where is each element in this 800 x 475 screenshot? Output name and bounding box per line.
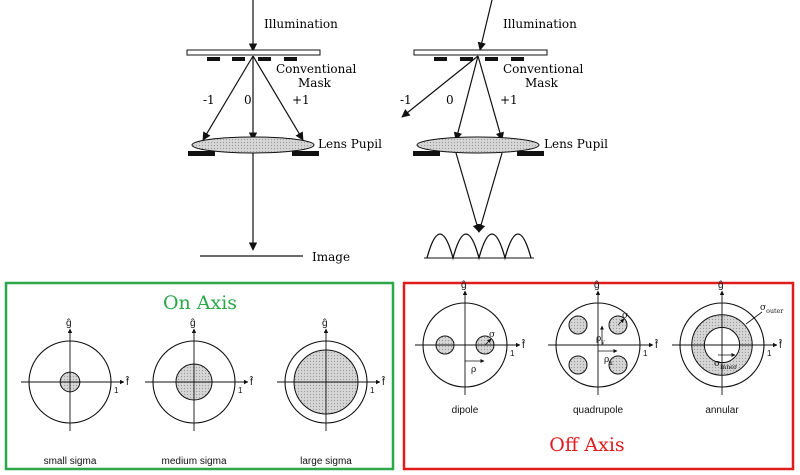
mask-plate [413, 49, 548, 56]
unit-tick-label: 1 [370, 386, 375, 395]
pupil-caption: medium sigma [161, 456, 226, 467]
pupil-circle [28, 340, 112, 424]
illumination-label: Illumination [264, 17, 338, 31]
mask-line [207, 57, 220, 61]
mask-label-line2: Mask [525, 76, 559, 90]
order-0-label: 0 [244, 93, 252, 107]
on-axis-title: On Axis [163, 292, 237, 314]
pole-1 [568, 315, 588, 335]
pupil-caption: annular [705, 405, 739, 416]
mask-line [511, 57, 524, 61]
mask-label-line2: Mask [298, 76, 332, 90]
order-plus1-label: +1 [500, 93, 518, 107]
lens-pupil-label: Lens Pupil [318, 137, 382, 151]
pupil-caption: dipole [452, 405, 479, 416]
pupil-annular: ĝ f̂ 1 σouter σinner annular [672, 280, 784, 416]
pupil-stop-left [413, 151, 440, 156]
pupil-caption: large sigma [300, 456, 352, 467]
unit-tick-label: 1 [767, 349, 772, 358]
pupil-stop-right [292, 151, 319, 156]
pole-4 [608, 355, 628, 375]
order-0-label: 0 [446, 93, 454, 107]
pupil-circle [152, 340, 236, 424]
pupil-caption: small sigma [44, 456, 97, 467]
pupil-stop-right [517, 151, 544, 156]
order-minus1-ray [202, 55, 254, 141]
f-axis-label: f̂ [521, 337, 525, 351]
mask-label-line1: Conventional [503, 62, 584, 76]
order-minus1-label: -1 [400, 93, 412, 107]
mask-line [284, 57, 297, 61]
sigma-label: σ [622, 311, 628, 321]
tilted-illumination-ray [477, 0, 493, 51]
pole-3 [568, 355, 588, 375]
off-axis-panel [402, 281, 795, 471]
pupil-large-sigma: ĝ f̂ 1 large sigma [277, 318, 385, 467]
f-axis-label: f̂ [125, 374, 129, 388]
pupil-circle [284, 340, 368, 424]
mask-line [460, 57, 473, 61]
sigma-outer-leader [745, 311, 763, 325]
on-axis-pupils: ĝ f̂ 1 small sigma ĝ f̂ 1 medium sigma ĝ f̂ 1 large… [21, 318, 385, 467]
pupil-small-sigma: ĝ f̂ 1 small sigma [21, 318, 129, 467]
order-plus1-ray [252, 55, 304, 141]
sigma-radius-arrow [484, 338, 492, 346]
unit-tick-label: 1 [643, 349, 648, 358]
sigma-label: σ [489, 330, 495, 340]
pupil-circle [422, 302, 508, 388]
sigma-radius-arrow [617, 318, 625, 326]
off-axis-pupils: ĝ f̂ 1 σ ρ dipole ĝ f̂ 1 σ ρy ρx quadrupole ĝ f̂ 1 σoute… [415, 280, 784, 416]
pupil-dipole: ĝ f̂ 1 σ ρ dipole [415, 280, 525, 416]
mask-line [434, 57, 447, 61]
unit-tick-label: 1 [114, 386, 119, 395]
aerial-image-waveform [426, 233, 532, 261]
image-label: Image [312, 250, 350, 264]
rho-y-label: ρy [596, 334, 605, 346]
on-axis-optics: Illumination Conventional Mask -1 0 +1 L… [186, 0, 382, 264]
f-axis-label: f̂ [249, 374, 253, 388]
mask-line [485, 57, 498, 61]
g-axis-label: ĝ [66, 318, 72, 329]
order-plus1-label: +1 [292, 93, 310, 107]
converging-ray-left [455, 152, 481, 233]
mask-line [258, 57, 271, 61]
off-axis-title: Off Axis [549, 434, 624, 456]
order-minus1-ray [401, 55, 479, 118]
lens-pupil-label: Lens Pupil [544, 137, 608, 151]
rho-x-label: ρx [604, 355, 613, 367]
g-axis-label: ĝ [594, 280, 600, 291]
pupil-caption: quadrupole [573, 405, 623, 416]
unit-tick-label: 1 [238, 386, 243, 395]
g-axis-label: ĝ [461, 280, 467, 291]
mask-plate [186, 49, 321, 56]
f-axis-label: f̂ [381, 374, 385, 388]
order-0-ray [453, 55, 479, 141]
pupil-circle [555, 302, 641, 388]
off-axis-optics: Illumination Conventional Mask -1 0 +1 L… [400, 0, 608, 261]
pupil-quadrupole: ĝ f̂ 1 σ ρy ρx quadrupole [548, 280, 658, 416]
mask-label-line1: Conventional [276, 62, 357, 76]
pupil-stop-left [188, 151, 215, 156]
g-axis-label: ĝ [322, 318, 328, 329]
pupil-circle [679, 302, 765, 388]
g-axis-label: ĝ [190, 318, 196, 329]
f-axis-label: f̂ [778, 337, 782, 351]
pupil-medium-sigma: ĝ f̂ 1 medium sigma [145, 318, 253, 467]
sigma-outer-label: σouter [760, 303, 784, 315]
lens [416, 136, 540, 154]
sigma-inner-label: σinner [714, 359, 738, 371]
order-minus1-label: -1 [203, 93, 215, 107]
rho-label: ρ [471, 365, 476, 375]
illumination-label: Illumination [503, 17, 577, 31]
converging-ray-right [477, 152, 503, 233]
unit-tick-label: 1 [510, 349, 515, 358]
g-axis-label: ĝ [718, 280, 724, 291]
lens [191, 136, 315, 154]
mask-line [232, 57, 245, 61]
f-axis-label: f̂ [654, 337, 658, 351]
order-plus1-ray [477, 55, 504, 141]
